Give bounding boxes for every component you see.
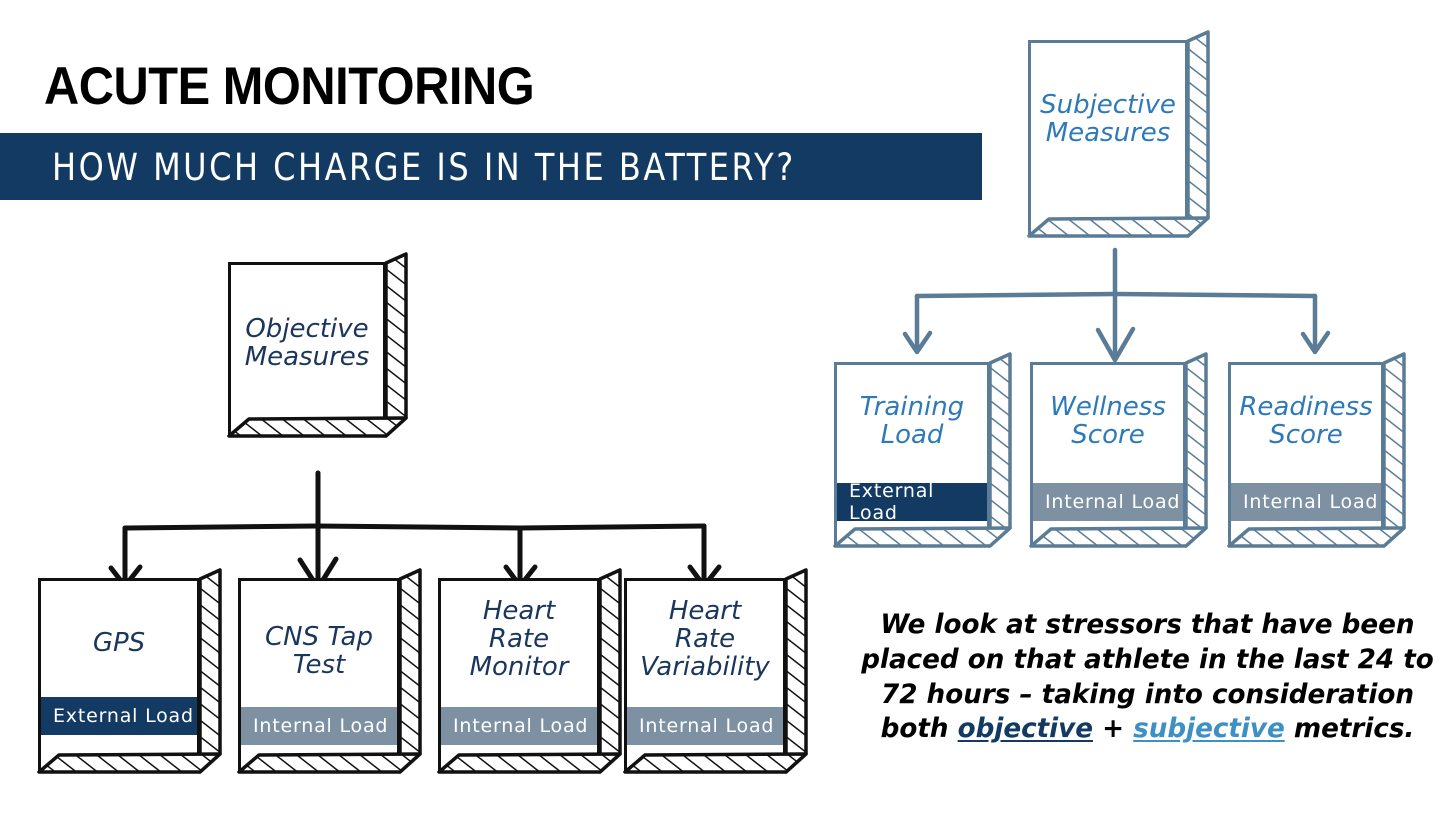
objective-measures-face: Objective Measures: [228, 262, 386, 436]
card-heart-rate-variability-face: Heart Rate Variability Internal Load: [624, 578, 786, 772]
summary-line-4: both objective + subjective metrics.: [854, 712, 1441, 747]
card-heart-rate-monitor[interactable]: Heart Rate Monitor Internal Load: [437, 568, 622, 782]
card-readiness-score-band: Internal Load: [1231, 483, 1381, 521]
card-heart-rate-monitor-band: Internal Load: [441, 707, 597, 745]
card-cns-tap-test-band: Internal Load: [241, 707, 397, 745]
summary-line-4-post: metrics.: [1284, 713, 1415, 745]
card-gps-label: GPS: [92, 628, 146, 658]
card-wellness-score-label: Wellness Score: [1050, 392, 1166, 451]
objective-measures-card[interactable]: Objective Measures: [227, 252, 408, 444]
header-banner-text: HOW MUCH CHARGE IS IN THE BATTERY?: [52, 144, 796, 189]
card-readiness-score-face: Readiness Score Internal Load: [1228, 362, 1384, 546]
objective-keyword: objective: [957, 713, 1093, 745]
card-heart-rate-monitor-face: Heart Rate Monitor Internal Load: [438, 578, 600, 772]
card-wellness-score-band: Internal Load: [1033, 483, 1183, 521]
header-banner: HOW MUCH CHARGE IS IN THE BATTERY?: [0, 133, 982, 200]
card-heart-rate-variability-band: Internal Load: [627, 707, 783, 745]
objective-measures-label: Objective Measures: [244, 314, 370, 373]
page-title: ACUTE MONITORING: [44, 57, 535, 116]
summary-line-4-pre: both: [880, 713, 958, 745]
summary-paragraph: We look at stressors that have been plac…: [854, 608, 1441, 747]
summary-line-1: We look at stressors that have been: [880, 609, 1415, 640]
subjective-measures-face: Subjective Measures: [1028, 40, 1188, 236]
subjective-measures-card[interactable]: Subjective Measures: [1027, 30, 1210, 244]
card-heart-rate-variability-label: Heart Rate Variability: [640, 596, 770, 683]
card-heart-rate-monitor-label: Heart Rate Monitor: [469, 596, 569, 683]
card-readiness-score-label: Readiness Score: [1239, 392, 1373, 451]
summary-line-4-mid: +: [1092, 713, 1134, 745]
card-cns-tap-test-face: CNS Tap Test Internal Load: [238, 578, 400, 772]
card-heart-rate-variability[interactable]: Heart Rate Variability Internal Load: [623, 568, 808, 782]
card-gps-band: External Load: [41, 697, 197, 735]
card-cns-tap-test[interactable]: CNS Tap Test Internal Load: [237, 568, 422, 782]
card-training-load[interactable]: Training Load External Load: [833, 352, 1012, 556]
summary-line-3: 72 hours – taking into consideration: [880, 678, 1414, 710]
card-gps[interactable]: GPS External Load: [37, 568, 222, 782]
subjective-keyword: subjective: [1133, 713, 1285, 745]
card-training-load-label: Training Load: [859, 392, 965, 451]
card-training-load-face: Training Load External Load: [834, 362, 990, 546]
subjective-connector-lines: [902, 247, 1331, 363]
card-training-load-band: External Load: [837, 480, 987, 524]
card-wellness-score-face: Wellness Score Internal Load: [1030, 362, 1186, 546]
card-cns-tap-test-label: CNS Tap Test: [265, 622, 373, 681]
card-readiness-score[interactable]: Readiness Score Internal Load: [1227, 352, 1406, 556]
card-gps-face: GPS External Load: [38, 578, 200, 772]
summary-line-2: placed on that athlete in the last 24 to: [861, 643, 1434, 675]
objective-connector-lines: [108, 470, 722, 591]
card-wellness-score[interactable]: Wellness Score Internal Load: [1029, 352, 1208, 556]
subjective-measures-label: Subjective Measures: [1040, 90, 1176, 149]
